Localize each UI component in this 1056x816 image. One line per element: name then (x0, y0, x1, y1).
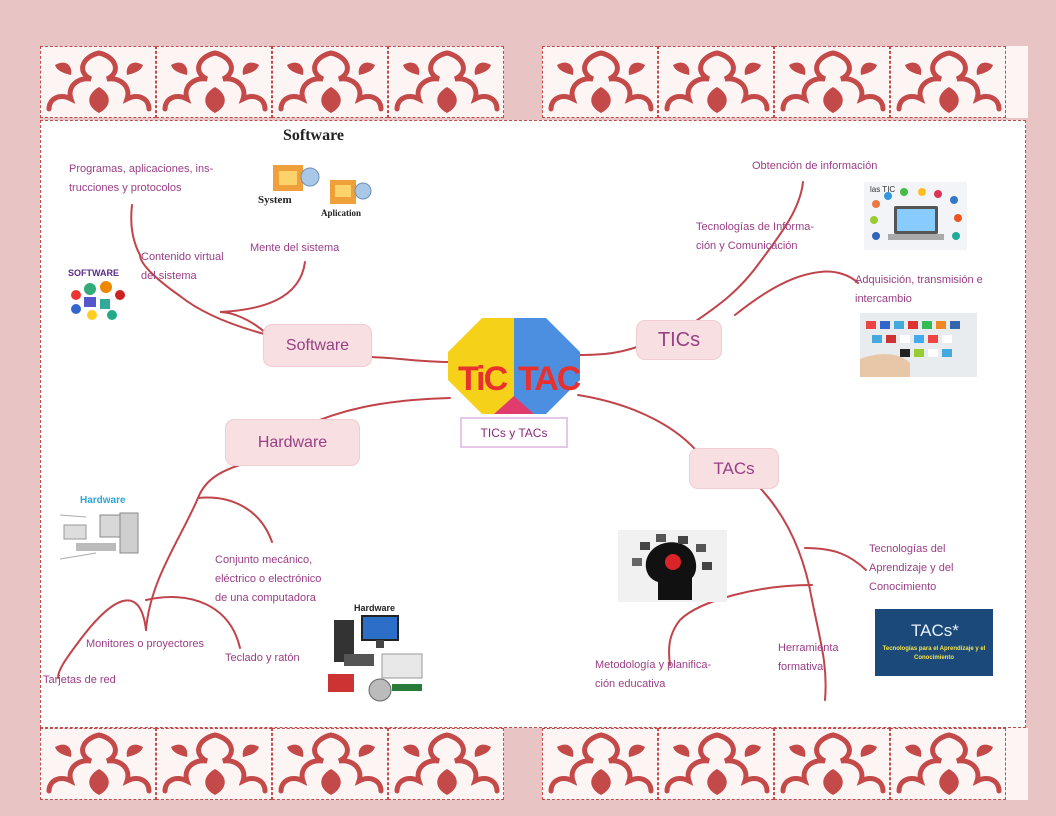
hardware-parts-image: Hardware (328, 602, 428, 707)
ornament-tile (388, 46, 504, 118)
floral-ornament-icon (394, 50, 500, 113)
logo-left-text: TiC (458, 360, 508, 398)
floral-ornament-icon (780, 732, 886, 795)
floral-ornament-icon (548, 50, 654, 113)
branch-software[interactable]: Software (264, 325, 371, 366)
software-image-system: System (258, 194, 292, 206)
ornament-tile (156, 728, 272, 800)
floral-ornament-icon (548, 732, 654, 795)
leaf-software-programs: Programas, aplicaciones, ins-trucciones … (69, 163, 214, 194)
ornament-tile (658, 728, 774, 800)
ornament-tile (40, 728, 156, 800)
floral-ornament-icon (46, 732, 152, 795)
floral-ornament-icon (278, 732, 384, 795)
ornament-tile (388, 728, 504, 800)
floral-ornament-icon (664, 732, 770, 795)
tacs-head-icon (632, 534, 712, 600)
software-logos-icon (71, 281, 125, 320)
software-badge-text: SOFTWARE (68, 268, 119, 278)
software-image-title: Software (283, 127, 345, 144)
logo-right-text: TAC (518, 360, 581, 398)
leaf-hardware-keyboard: Teclado y ratón (225, 652, 300, 664)
leaf-tics-tech: Tecnologías de Informa-ción y Comunicaci… (696, 221, 815, 252)
ornament-tile (40, 46, 156, 118)
ornament-tile (542, 46, 658, 118)
floral-ornament-icon (664, 50, 770, 113)
software-image-application: Aplication (321, 208, 362, 218)
ornament-tile (272, 728, 388, 800)
branch-tics[interactable]: TICs (637, 321, 721, 359)
floral-ornament-icon (780, 50, 886, 113)
floral-ornament-icon (896, 732, 1002, 795)
software-boxes-icon (273, 165, 372, 204)
tics-image-label: las TIC (870, 185, 896, 194)
leaf-hardware-monitors: Monitores o proyectores (86, 638, 204, 650)
floral-ornament-icon (46, 50, 152, 113)
tic-tac-logo: TiC TAC (448, 318, 581, 414)
tics-keyboard-image (860, 313, 977, 377)
center-label: TICs y TACs (460, 417, 568, 448)
hardware-image-title-1: Hardware (80, 495, 126, 506)
software-logos-image: SOFTWARE (62, 265, 132, 325)
hardware-image-title-2: Hardware (354, 603, 396, 613)
software-system-image: Software System Aplication (255, 125, 390, 220)
tics-icons-image: las TIC (864, 182, 967, 250)
hardware-parts-icon (328, 615, 423, 702)
tics-keyboard-icon (860, 321, 960, 377)
floral-ornament-icon (162, 50, 268, 113)
floral-ornament-icon (394, 732, 500, 795)
tacs-banner-image: TACs* Tecnologías para el Aprendizaje y … (875, 609, 993, 676)
ornament-tile (890, 46, 1006, 118)
leaf-software-mind: Mente del sistema (250, 242, 340, 254)
ornament-gap (504, 46, 542, 118)
floral-ornament-icon (896, 50, 1002, 113)
floral-ornament-icon (162, 732, 268, 795)
ornament-gap (504, 728, 542, 800)
floral-ornament-icon (278, 50, 384, 113)
ornament-tile (658, 46, 774, 118)
tacs-banner-title: TACs* (911, 621, 959, 640)
top-ornament-band (40, 46, 1028, 118)
ornament-tile (774, 46, 890, 118)
leaf-tacs-method: Metodología y planifica-ción educativa (595, 659, 712, 690)
hardware-computer-image: Hardware (56, 495, 146, 570)
ornament-tile (774, 728, 890, 800)
tacs-head-image (618, 530, 727, 602)
leaf-tics-obtain: Obtención de información (752, 160, 878, 172)
branch-hardware[interactable]: Hardware (226, 420, 359, 465)
hardware-computer-icon (59, 512, 139, 560)
ornament-tile (542, 728, 658, 800)
tics-devices-icon (870, 188, 962, 240)
leaf-hardware-network: Tarjetas de red (43, 674, 116, 686)
logo-hexagon-icon (448, 318, 580, 414)
ornament-tile (890, 728, 1006, 800)
ornament-tile (156, 46, 272, 118)
branch-tacs[interactable]: TACs (690, 449, 778, 488)
leaf-hardware-set: Conjunto mecánico,eléctrico o electrónic… (215, 554, 322, 604)
ornament-tile (272, 46, 388, 118)
bottom-ornament-band (40, 728, 1028, 800)
